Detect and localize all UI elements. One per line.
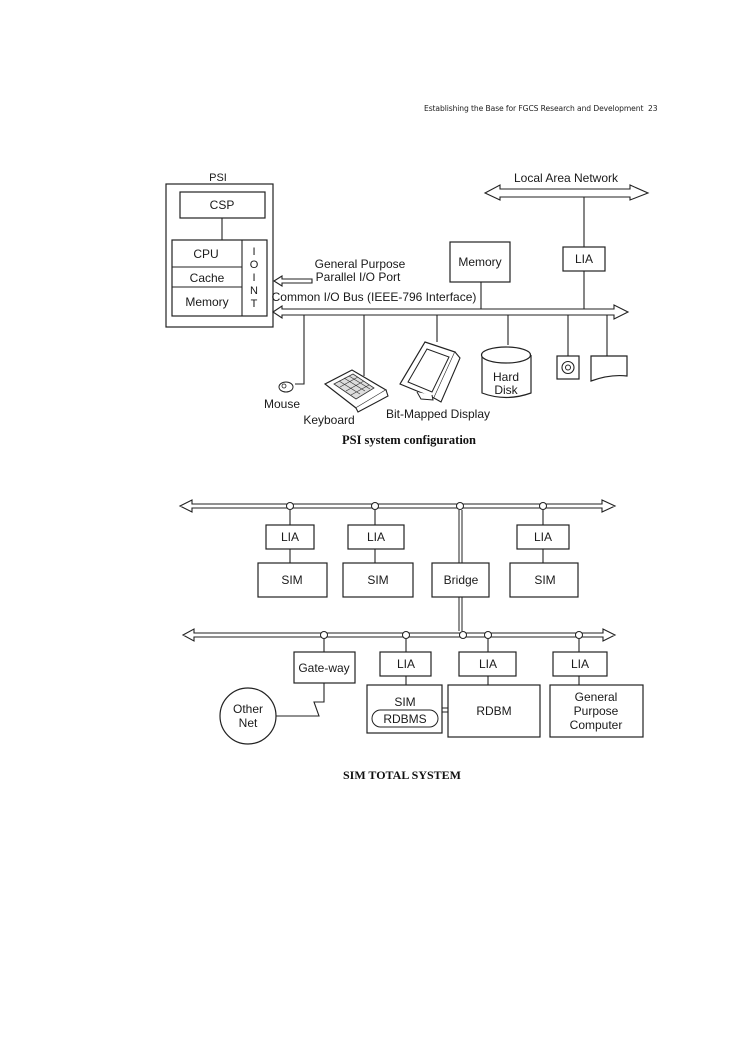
upper-taps	[286, 502, 547, 510]
gateway-box	[293, 651, 356, 684]
rdbms-pill	[371, 709, 439, 728]
sim-label-1: SIM	[281, 573, 302, 587]
mouse-label: Mouse	[264, 397, 300, 411]
keyboard-label: Keyboard	[303, 413, 354, 427]
lia-box-sim	[379, 651, 432, 677]
psi-figure: PSI CSP CPU Cache Memory I O I N T Gener…	[165, 171, 650, 447]
sim-box-4	[509, 562, 579, 598]
memory-external-box	[449, 241, 511, 283]
hard-disk-icon	[480, 346, 532, 399]
display-label: Bit-Mapped Display	[386, 407, 490, 421]
optical-drive-icon	[556, 355, 580, 380]
lia-label-2: LIA	[367, 530, 385, 544]
sim-box-1	[257, 562, 328, 598]
memory-external-label: Memory	[458, 255, 501, 269]
lia-label-rdbm: LIA	[479, 657, 497, 671]
svg-text:I: I	[252, 272, 255, 284]
bridge-box	[431, 562, 490, 598]
common-bus-label: Common I/O Bus (IEEE-796 Interface)	[272, 290, 477, 304]
running-head: Establishing the Base for FGCS Research …	[424, 104, 658, 113]
lia-label-gpc: LIA	[571, 657, 589, 671]
mouse-icon	[278, 381, 294, 393]
ioint-label: I O I N T	[250, 246, 259, 310]
gp-port-arrow	[272, 275, 313, 287]
lower-taps	[320, 631, 583, 639]
lia-box-1	[265, 524, 315, 550]
gpc-label-2: Purpose	[574, 704, 619, 718]
lia-box-2	[347, 524, 405, 550]
gateway-label: Gate-way	[298, 661, 349, 675]
rdbm-label: RDBM	[476, 704, 511, 718]
gp-port-label-1: General Purpose	[315, 257, 406, 271]
lia-box-4	[516, 524, 570, 550]
lia-label-sim: LIA	[397, 657, 415, 671]
hard-disk-label-1: Hard	[493, 370, 519, 384]
rdbms-label: RDBMS	[383, 712, 426, 726]
lia-label-1: LIA	[281, 530, 299, 544]
lia-label: LIA	[575, 252, 593, 266]
sim-label-4: SIM	[534, 573, 555, 587]
svg-text:O: O	[250, 259, 259, 271]
mouse-cable	[295, 315, 305, 385]
gpc-label-1: General	[575, 690, 618, 704]
sim-label-lower: SIM	[394, 695, 415, 709]
keyboard-icon	[323, 369, 389, 413]
printer-output-icon	[590, 355, 628, 382]
page-number: 23	[647, 104, 658, 113]
cache-label: Cache	[190, 271, 225, 285]
sim-box-2	[342, 562, 414, 598]
gateway-link	[275, 683, 325, 717]
rdbm-box	[447, 684, 541, 738]
gpc-box	[549, 684, 644, 738]
svg-text:T: T	[251, 298, 258, 310]
bridge-label: Bridge	[444, 573, 479, 587]
cpu-label: CPU	[193, 247, 218, 261]
lia-box-gpc	[552, 651, 608, 677]
display-icon	[399, 341, 461, 403]
lan-bus	[483, 184, 650, 201]
csp-box	[179, 191, 266, 219]
gpc-label-3: Computer	[570, 718, 623, 732]
svg-text:N: N	[250, 285, 258, 297]
sim-caption: SIM TOTAL SYSTEM	[343, 768, 461, 782]
other-net-circle	[219, 687, 277, 745]
other-net-label-1: Other	[233, 702, 263, 716]
sim-label-2: SIM	[367, 573, 388, 587]
memory-internal-label: Memory	[185, 295, 228, 309]
sim-figure: LIA SIM LIA SIM Bridge LIA SIM	[178, 499, 644, 782]
csp-label: CSP	[210, 198, 235, 212]
other-net-label-2: Net	[239, 716, 258, 730]
common-io-bus	[272, 304, 630, 320]
running-head-title: Establishing the Base for FGCS Research …	[424, 104, 644, 113]
lan-label: Local Area Network	[514, 171, 619, 185]
svg-text:I: I	[252, 246, 255, 258]
upper-lan-bus	[178, 499, 617, 513]
hard-disk-label-2: Disk	[494, 383, 518, 397]
psi-caption: PSI system configuration	[342, 433, 476, 447]
lower-lan-bus	[181, 628, 617, 642]
lia-label-4: LIA	[534, 530, 552, 544]
psi-label: PSI	[209, 172, 227, 184]
processor-block	[171, 239, 268, 317]
gp-port-label-2: Parallel I/O Port	[316, 270, 401, 284]
sim-rdbm-link	[442, 707, 448, 713]
